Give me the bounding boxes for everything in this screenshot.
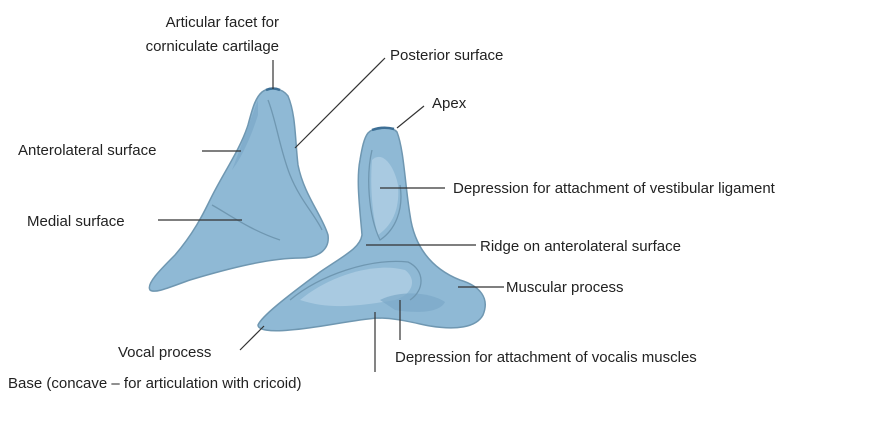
label-vestibular-depression: Depression for attachment of vestibular … [453, 180, 776, 197]
label-vocal-process: Vocal process [118, 344, 211, 361]
leader-posterior-surface [294, 57, 386, 149]
label-posterior-surface: Posterior surface [390, 47, 503, 64]
label-vocalis-depression: Depression for attachment of vocalis mus… [395, 349, 697, 366]
label-articular-facet-2: corniculate cartilage [146, 38, 279, 55]
label-ridge: Ridge on anterolateral surface [480, 238, 681, 255]
label-base: Base (concave – for articulation with cr… [8, 375, 301, 392]
label-apex: Apex [432, 95, 467, 112]
leader-apex [396, 105, 425, 129]
label-muscular-process: Muscular process [506, 279, 624, 296]
leader-vocal [239, 325, 265, 351]
label-medial-surface: Medial surface [27, 213, 125, 230]
right-cartilage [257, 126, 486, 332]
label-articular-facet-1: Articular facet for [166, 14, 279, 31]
left-cartilage [148, 87, 329, 292]
label-anterolateral-surface: Anterolateral surface [18, 142, 156, 159]
